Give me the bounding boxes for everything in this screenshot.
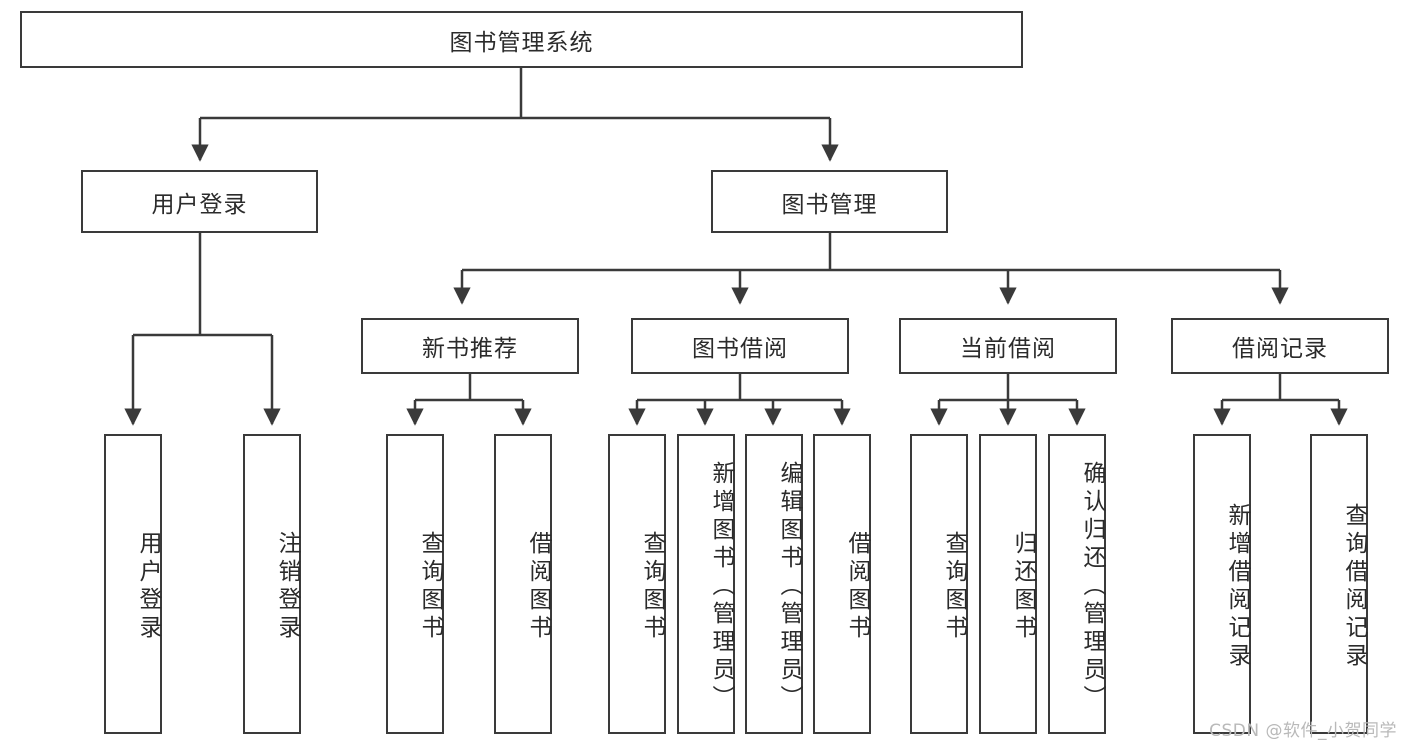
leaf-current-borrow-confirm-return[interactable]: 确认归还（管理员） xyxy=(1048,434,1106,734)
node-current-borrow[interactable]: 当前借阅 xyxy=(899,318,1117,374)
leaf-label: 用户登录 xyxy=(135,531,161,643)
leaf-label: 注销登录 xyxy=(274,531,300,643)
leaf-current-borrow-return[interactable]: 归还图书 xyxy=(979,434,1037,734)
leaf-user-login-logout[interactable]: 注销登录 xyxy=(243,434,301,734)
node-new-book-recommend-label: 新书推荐 xyxy=(422,336,518,362)
leaf-current-borrow-query[interactable]: 查询图书 xyxy=(910,434,968,734)
node-book-management-label: 图书管理 xyxy=(781,191,878,218)
leaf-book-borrow-query[interactable]: 查询图书 xyxy=(608,434,666,734)
leaf-label: 查询借阅记录 xyxy=(1341,503,1367,671)
node-book-borrow[interactable]: 图书借阅 xyxy=(631,318,849,374)
node-new-book-recommend[interactable]: 新书推荐 xyxy=(361,318,579,374)
leaf-label: 查询图书 xyxy=(941,531,967,643)
node-root[interactable]: 图书管理系统 xyxy=(20,11,1023,68)
watermark: CSDN @软件_小贺同学 xyxy=(1209,721,1397,741)
leaf-label: 借阅图书 xyxy=(844,531,870,643)
leaf-book-borrow-borrow[interactable]: 借阅图书 xyxy=(813,434,871,734)
leaf-label: 借阅图书 xyxy=(525,531,551,643)
leaf-label: 确认归还（管理员） xyxy=(1079,461,1105,713)
leaf-label: 查询图书 xyxy=(639,531,665,643)
node-book-borrow-label: 图书借阅 xyxy=(692,336,788,362)
node-book-management[interactable]: 图书管理 xyxy=(711,170,948,233)
leaf-new-book-borrow[interactable]: 借阅图书 xyxy=(494,434,552,734)
leaf-label: 查询图书 xyxy=(417,531,443,643)
node-current-borrow-label: 当前借阅 xyxy=(960,336,1056,362)
leaf-borrow-record-add[interactable]: 新增借阅记录 xyxy=(1193,434,1251,734)
node-borrow-record-label: 借阅记录 xyxy=(1232,336,1328,362)
leaf-label: 编辑图书（管理员） xyxy=(776,461,802,713)
leaf-user-login-login[interactable]: 用户登录 xyxy=(104,434,162,734)
leaf-book-borrow-add[interactable]: 新增图书（管理员） xyxy=(677,434,735,734)
leaf-label: 归还图书 xyxy=(1010,531,1036,643)
leaf-book-borrow-edit[interactable]: 编辑图书（管理员） xyxy=(745,434,803,734)
node-root-label: 图书管理系统 xyxy=(449,29,594,56)
leaf-borrow-record-query[interactable]: 查询借阅记录 xyxy=(1310,434,1368,734)
node-borrow-record[interactable]: 借阅记录 xyxy=(1171,318,1389,374)
leaf-label: 新增图书（管理员） xyxy=(708,461,734,713)
leaf-new-book-query[interactable]: 查询图书 xyxy=(386,434,444,734)
node-user-login[interactable]: 用户登录 xyxy=(81,170,318,233)
node-user-login-label: 用户登录 xyxy=(151,191,248,218)
leaf-label: 新增借阅记录 xyxy=(1224,503,1250,671)
